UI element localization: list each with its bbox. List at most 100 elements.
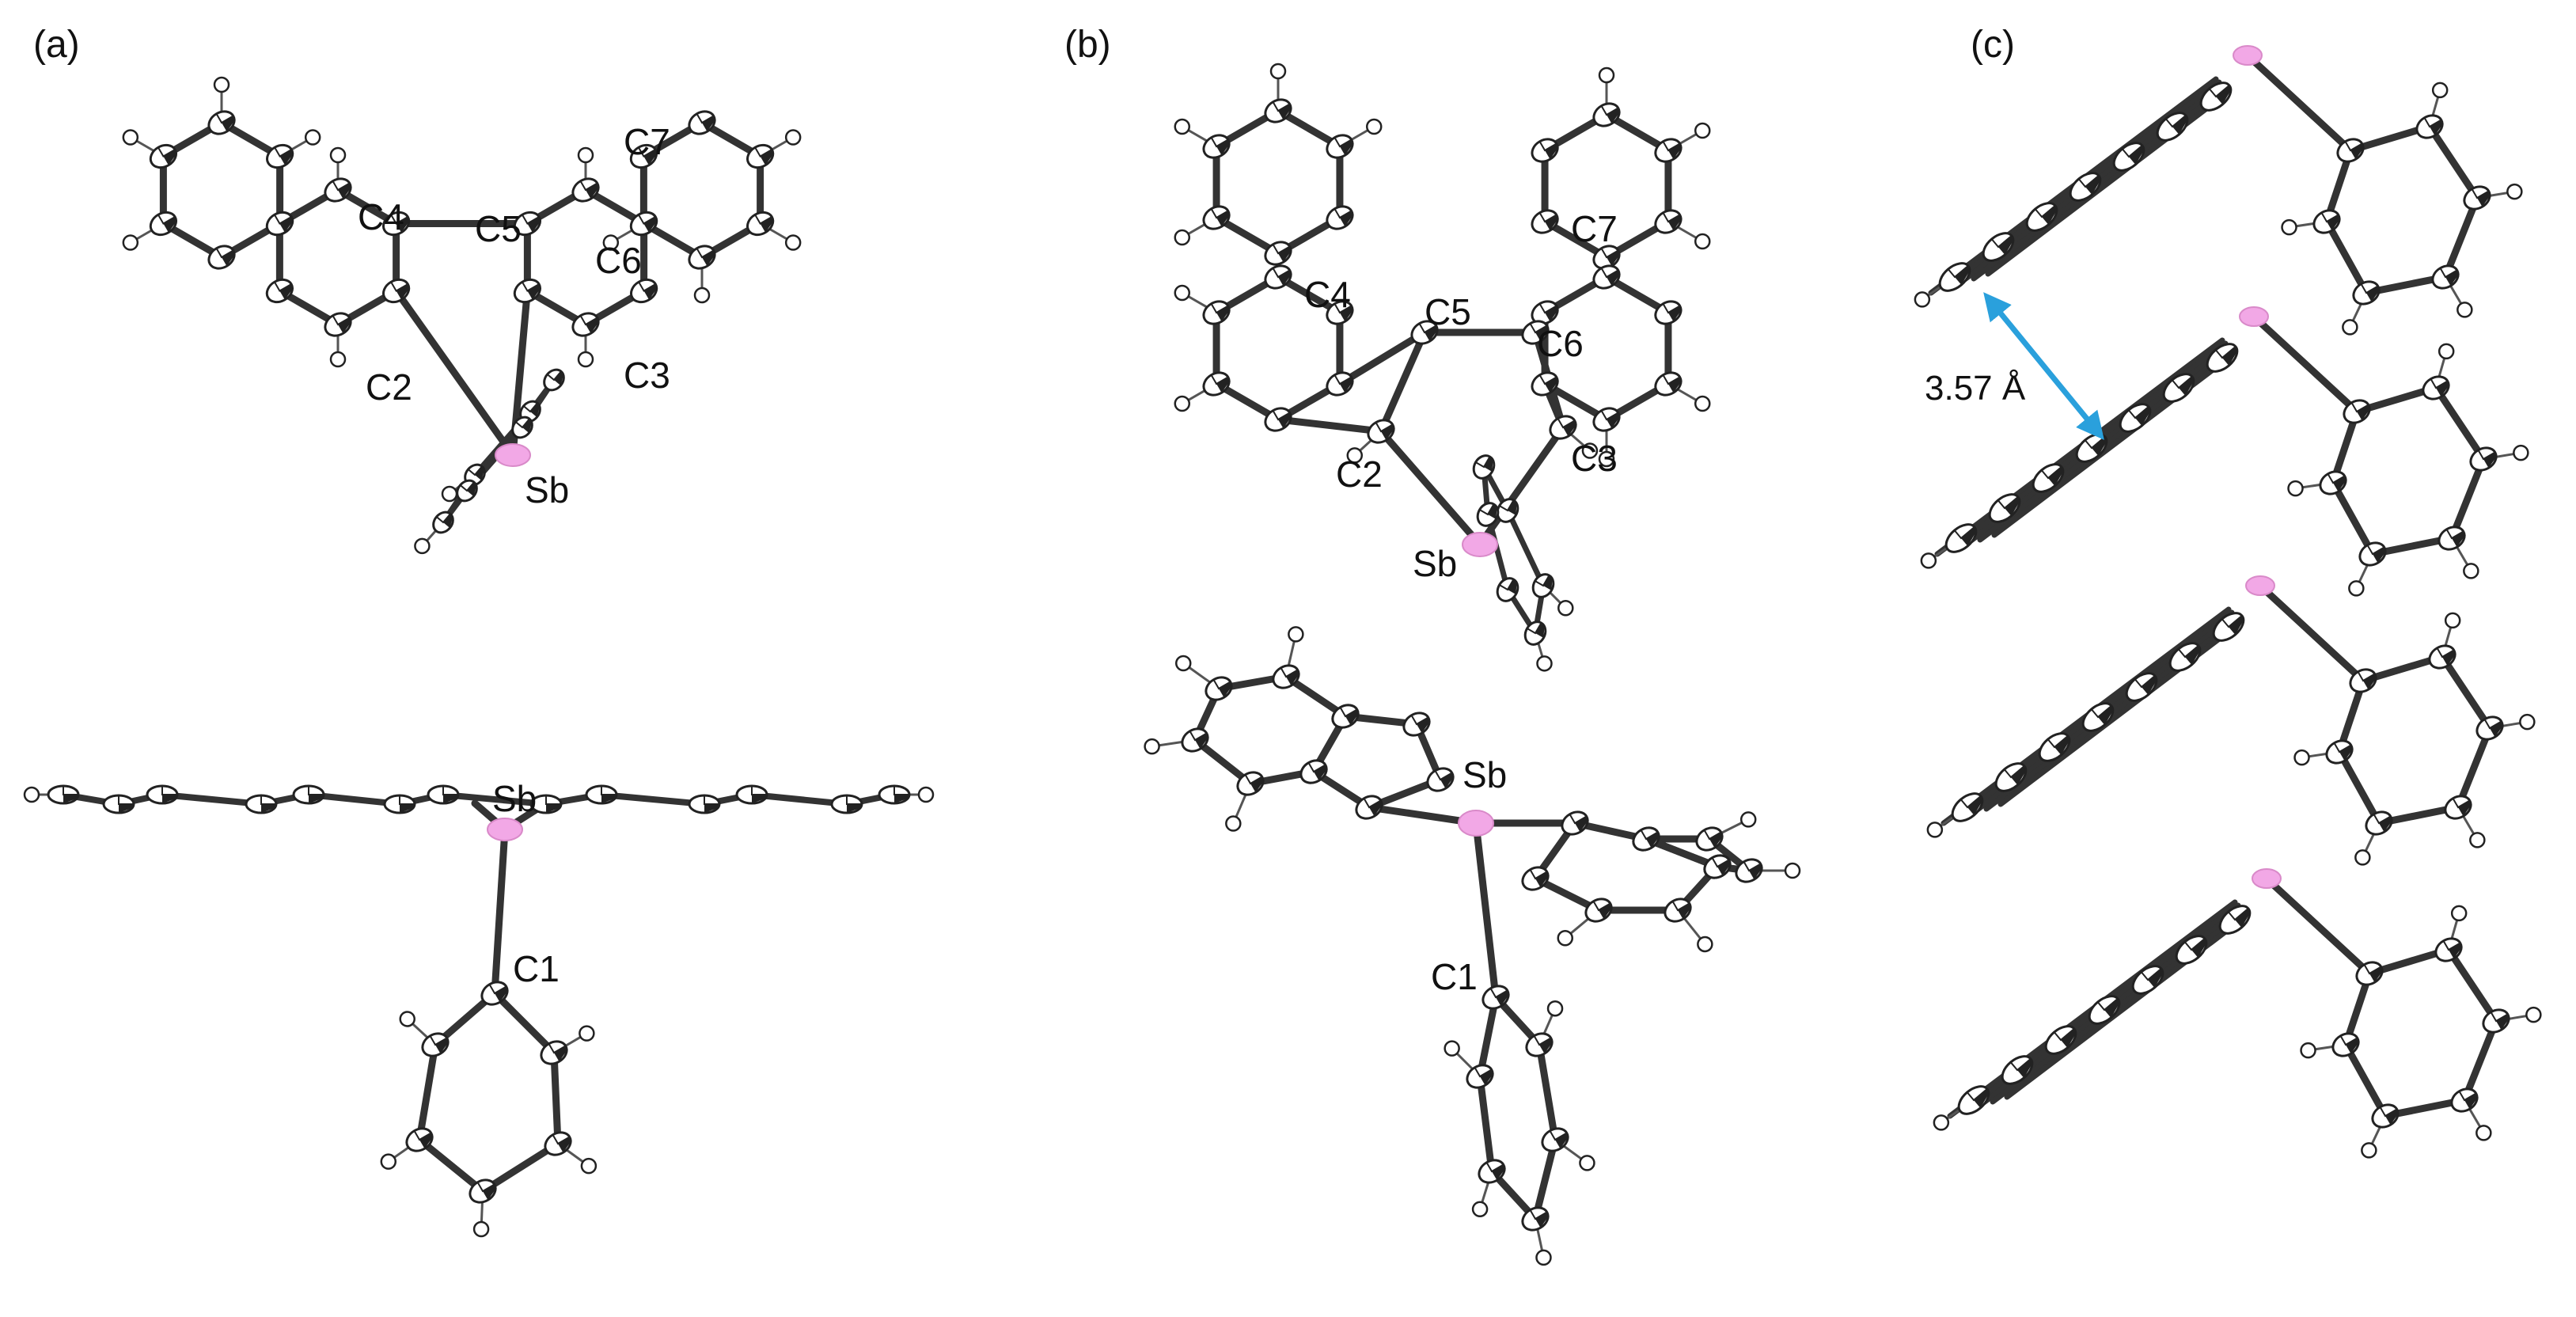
hydrogen-atom [2348,580,2365,597]
hydrogen-atom [2281,218,2297,236]
carbon-atom [2463,185,2491,211]
hydrogen-atom [2444,612,2461,629]
carbon-atom [1531,138,1559,163]
antimony-atom [2245,575,2275,596]
hydrogen-atom [1471,1201,1489,1217]
carbon-atom [629,211,658,237]
hydrogen-atom [917,786,935,803]
carbon-atom [1402,712,1431,737]
carbon-atom [2044,1025,2077,1055]
bond [491,825,509,997]
carbon-atom [432,510,454,534]
carbon-atom [1632,826,1660,852]
hydrogen-atom [580,1157,598,1175]
hydrogen-atom [2525,1006,2542,1023]
carbon-atom [2475,715,2504,741]
carbon-atom [513,278,541,304]
hydrogen-atom [304,129,321,146]
carbon-atom [1521,320,1550,345]
carbon-atom [1331,704,1360,729]
carbon-atom [2371,1103,2400,1129]
atom-label-c5: C5 [1425,291,1471,332]
hydrogen-atom [1694,233,1711,250]
carbon-atom [2438,526,2466,551]
antimony-atom [1462,532,1498,557]
carbon-atom [2032,463,2065,493]
carbon-atom [1531,371,1559,397]
bond [440,791,549,807]
hydrogen-atom [1926,822,1944,838]
carbon-atom [2075,433,2108,463]
distance-label: 3.57 Å [1925,369,2026,408]
hydrogen-atom [577,351,594,368]
carbon-atom [1496,498,1519,523]
bond [1476,993,1500,1080]
carbon-atom [1299,759,1328,784]
carbon-atom [2422,375,2450,400]
carbon-atom [1531,573,1555,598]
carbon-atom [2431,264,2460,290]
carbon-atom [1664,898,1692,923]
carbon-atom [245,794,278,814]
bond [479,1140,562,1195]
carbon-atom [1957,1085,1990,1115]
carbon-atom [324,177,352,203]
bond [2004,912,2251,1100]
bond [1985,89,2232,277]
hydrogen-atom [2431,82,2449,99]
carbon-atom [571,177,600,203]
carbon-atom [405,1127,434,1152]
carbon-atom [2358,541,2387,567]
bond [1476,1072,1496,1175]
antimony-atom [495,443,531,467]
carbon-atom [1466,1064,1494,1089]
carbon-atom [2444,795,2472,820]
bond [2244,51,2354,154]
bond [2448,455,2487,542]
bond [2426,123,2481,202]
carbon-atom [2428,644,2456,670]
atom-label-sb: Sb [1413,543,1457,584]
hydrogen-atom [1697,936,1713,953]
bond [491,989,558,1057]
carbon-atom [1264,407,1292,432]
bond [1377,427,1484,548]
carbon-atom [1561,810,1589,836]
bond [1535,1041,1559,1144]
atom-label-c1: C1 [513,948,560,989]
hydrogen-atom [441,485,458,503]
carbon-atom [1523,621,1547,646]
bond [415,1136,487,1195]
carbon-atom [1202,205,1231,230]
carbon-atom [2469,446,2498,472]
carbon-atom [1202,371,1231,397]
antimony-atom [487,818,523,841]
carbon-atom [2365,810,2393,836]
carbon-atom [1481,985,1510,1010]
carbon-atom [2355,961,2384,986]
hydrogen-atom [1739,811,1757,828]
hydrogen-atom [2475,1125,2492,1141]
carbon-atom [2415,114,2444,139]
carbon-atom [540,1040,568,1065]
hydrogen-atom [2450,905,2468,922]
carbon-atom [1472,454,1496,480]
carbon-atom [1476,502,1500,527]
carbon-atom [1592,102,1621,127]
hydrogen-atom [2519,713,2536,731]
bond [1476,423,1567,548]
bond [2438,653,2494,732]
carbon-atom [2212,612,2245,642]
carbon-atom [2434,937,2463,962]
panel-label-c: (c) [1971,24,2015,66]
hydrogen-atom [414,537,431,555]
antimony-atom [2252,868,2282,889]
hydrogen-atom [1536,655,1553,672]
carbon-atom [1264,264,1292,290]
carbon-atom [1205,676,1233,701]
carbon-atom [1326,300,1354,325]
carbon-atom [1326,134,1354,159]
hydrogen-atom [1914,291,1931,308]
bond [598,791,708,807]
hydrogen-atom [2438,343,2455,360]
